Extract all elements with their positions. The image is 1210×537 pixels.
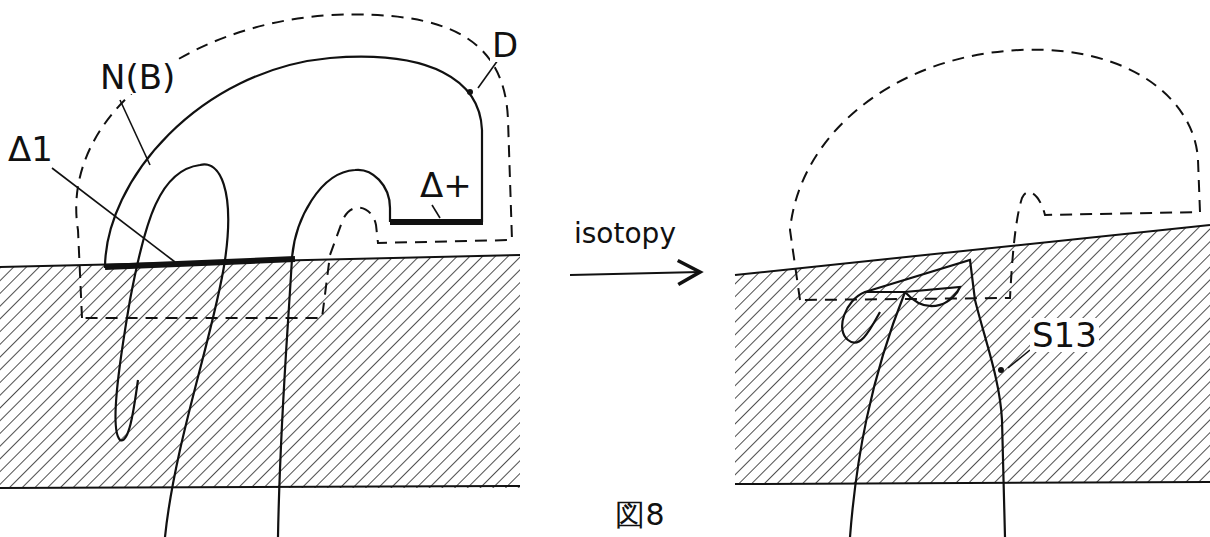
neighborhood-outline <box>790 50 1200 300</box>
strand <box>842 287 960 537</box>
point-marker <box>998 367 1004 373</box>
point-marker <box>467 89 473 95</box>
leader-line <box>120 100 150 165</box>
part-label: Δ1 <box>6 132 55 166</box>
leader-line <box>432 205 440 218</box>
hatched-region <box>0 255 520 488</box>
hatched-region <box>735 225 1210 484</box>
leader-line <box>1008 350 1030 368</box>
part-label: Δ+ <box>418 168 474 202</box>
arrow-label: isotopy <box>572 220 678 248</box>
delta-plus-segment <box>390 219 483 225</box>
figure-caption: 図8 <box>615 500 664 530</box>
part-label: S13 <box>1030 318 1099 352</box>
neighborhood-outline <box>76 14 512 318</box>
strand <box>278 170 390 537</box>
band-edge <box>735 482 1210 484</box>
leader-line <box>52 168 175 262</box>
isotopy-arrow <box>570 272 700 275</box>
part-label: D <box>490 28 520 62</box>
delta-1-segment <box>105 259 295 267</box>
loop-strand <box>115 164 228 537</box>
part-label: N(B) <box>98 60 177 94</box>
leader-line <box>478 60 498 88</box>
band-edge <box>0 486 520 488</box>
band-edge <box>0 255 520 267</box>
band-edge <box>735 225 1210 275</box>
strand <box>865 260 1005 537</box>
